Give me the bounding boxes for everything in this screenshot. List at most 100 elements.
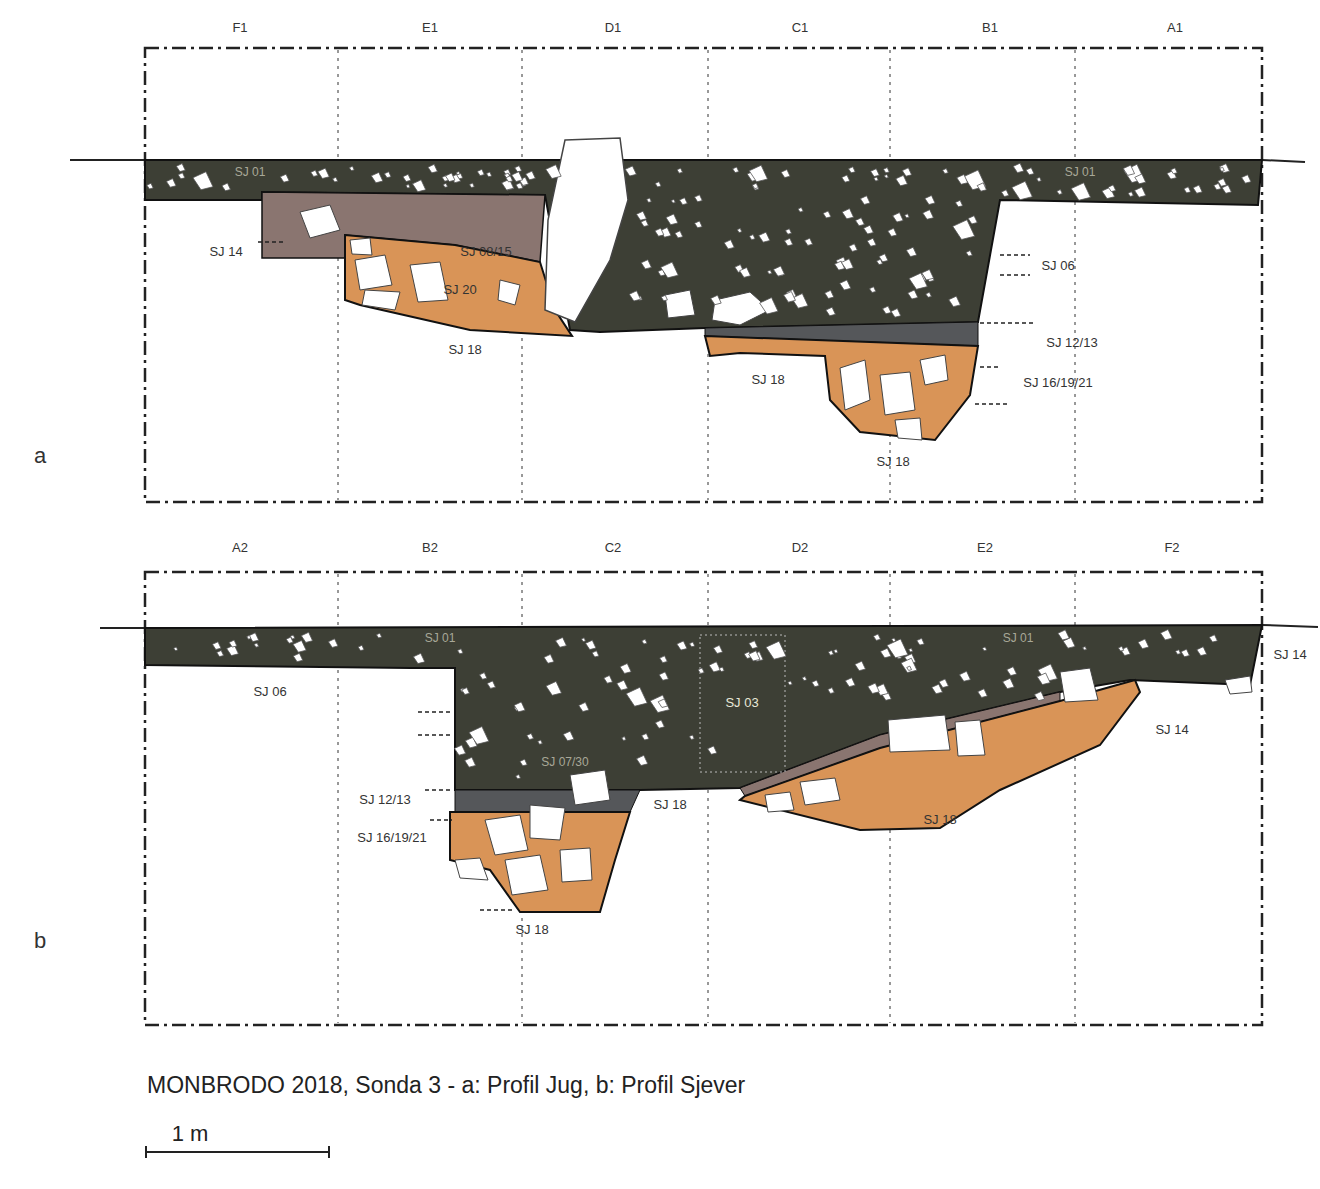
stone xyxy=(293,640,306,652)
stone xyxy=(280,174,289,182)
stone xyxy=(457,649,462,654)
layer-label: SJ 08/15 xyxy=(460,244,511,260)
grid-square: B2 xyxy=(422,540,438,556)
stone xyxy=(486,172,491,177)
stone xyxy=(733,167,739,173)
stone xyxy=(1034,692,1044,701)
stone xyxy=(544,654,554,663)
stone xyxy=(848,167,855,173)
stone xyxy=(469,183,474,187)
stone xyxy=(749,235,755,240)
stone xyxy=(884,174,888,178)
stone xyxy=(737,228,742,232)
stone xyxy=(641,260,651,269)
layer-label: SJ 20 xyxy=(443,282,476,298)
stone xyxy=(855,218,864,226)
stone xyxy=(622,737,626,741)
stone xyxy=(1001,190,1008,197)
stone xyxy=(445,173,455,182)
stone xyxy=(479,673,486,680)
stone xyxy=(174,647,178,651)
stone xyxy=(428,164,437,173)
stone xyxy=(719,667,724,672)
stone xyxy=(579,702,589,711)
stone xyxy=(879,254,888,262)
stone xyxy=(1037,177,1042,181)
stone xyxy=(647,198,652,202)
stone xyxy=(671,199,675,203)
stone xyxy=(193,172,213,190)
grid-square: F2 xyxy=(1164,540,1179,556)
stone xyxy=(546,681,561,695)
stone xyxy=(1171,168,1177,174)
stone xyxy=(1135,174,1146,184)
stone xyxy=(842,209,853,219)
stone xyxy=(1184,187,1191,193)
grid-square: D2 xyxy=(792,540,809,556)
stone xyxy=(1071,183,1090,201)
stone xyxy=(527,733,534,739)
stone xyxy=(626,687,647,706)
stone xyxy=(826,307,836,316)
stone xyxy=(752,183,758,188)
stone xyxy=(516,775,521,779)
stone xyxy=(371,172,383,182)
stone xyxy=(849,244,857,252)
stone xyxy=(1108,185,1115,192)
stone xyxy=(926,292,932,297)
stone xyxy=(465,757,476,767)
layer-label: SJ 18 xyxy=(751,372,784,388)
stone xyxy=(443,183,447,187)
stone xyxy=(812,680,819,687)
stone xyxy=(788,681,792,685)
stone xyxy=(376,633,381,638)
stone xyxy=(868,683,880,693)
stone xyxy=(526,171,536,180)
stone xyxy=(1209,635,1217,642)
stone xyxy=(516,183,523,189)
stone xyxy=(864,225,874,234)
stone xyxy=(893,213,903,222)
layer-label: SJ 07/30 xyxy=(541,755,588,770)
stone xyxy=(247,635,251,639)
layer-label: SJ 18 xyxy=(448,342,481,358)
layer-label: SJ 18 xyxy=(923,812,956,828)
stone xyxy=(943,168,949,173)
stone xyxy=(773,266,784,276)
stone xyxy=(784,291,796,302)
stone xyxy=(892,638,896,642)
stone xyxy=(659,672,668,680)
stone xyxy=(902,168,911,176)
layer-label: SJ 14 xyxy=(209,244,242,260)
stone xyxy=(1057,190,1062,195)
stone xyxy=(689,642,694,647)
layer-label: SJ 03 xyxy=(725,695,758,711)
layer-label: SJ 14 xyxy=(1155,722,1188,738)
stone xyxy=(901,658,917,672)
layer-label: SJ 12/13 xyxy=(1046,335,1097,351)
grid-square: E2 xyxy=(977,540,993,556)
stone xyxy=(709,662,720,672)
stone xyxy=(641,220,649,227)
stone xyxy=(515,166,522,172)
stone xyxy=(477,169,484,175)
stone xyxy=(176,164,185,172)
stone xyxy=(785,229,791,234)
stone xyxy=(512,172,523,182)
stone xyxy=(178,173,185,179)
stone xyxy=(384,172,391,178)
stone xyxy=(828,650,833,655)
stone xyxy=(617,680,628,690)
grid-square: E1 xyxy=(422,20,438,36)
stone xyxy=(689,735,694,739)
stone xyxy=(629,291,640,301)
stone xyxy=(349,166,354,170)
stone xyxy=(749,651,760,661)
grid-square: C2 xyxy=(605,540,622,556)
stone xyxy=(759,232,770,242)
stone xyxy=(1012,181,1033,199)
stone xyxy=(675,231,683,238)
stone xyxy=(586,640,596,649)
stone xyxy=(867,238,876,246)
layer-label: SJ 01 xyxy=(1065,165,1096,180)
